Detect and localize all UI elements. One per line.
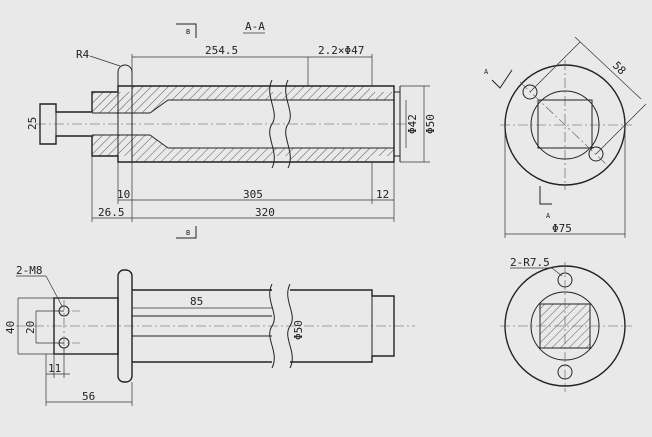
dim-r4: R4	[76, 48, 90, 61]
dim-phi50-bottom: Φ50	[292, 320, 305, 340]
view-marker-b-top: B	[176, 23, 197, 38]
svg-text:B: B	[186, 28, 190, 36]
dim-56: 56	[82, 390, 95, 403]
dim-85: 85	[190, 295, 203, 308]
dim-58: 58	[610, 59, 629, 78]
dim-phi75: Φ75	[552, 222, 572, 235]
view-marker-b-bottom: B	[176, 226, 197, 239]
section-mark-a-bottom: A	[546, 212, 551, 220]
dim-320: 320	[255, 206, 275, 219]
end-view-flange: 58 A A Φ75	[484, 36, 647, 238]
dim-12: 12	[376, 188, 389, 201]
section-mark-a-left: A	[484, 68, 489, 76]
dim-11: 11	[48, 362, 61, 375]
dim-10: 10	[117, 188, 130, 201]
side-view: 85 Φ50 2-M8 40 20 11 56	[4, 264, 415, 406]
dim-25: 25	[26, 117, 39, 130]
section-title: A-A	[245, 20, 265, 33]
view-b-flange: 2-R7.5	[500, 256, 632, 392]
dim-254-5: 254.5	[205, 44, 238, 57]
dim-305: 305	[243, 188, 263, 201]
section-view-a-a: A-A B R4	[26, 20, 437, 239]
svg-text:B: B	[186, 229, 190, 237]
dim-phi42: Φ42	[406, 114, 419, 134]
dim-2-m8: 2-M8	[16, 264, 43, 277]
dim-2-r7-5: 2-R7.5	[510, 256, 550, 269]
dim-phi50-top: Φ50	[424, 114, 437, 134]
dim-40: 40	[4, 321, 17, 334]
dim-groove: 2.2×Φ47	[318, 44, 364, 57]
dim-26-5: 26.5	[98, 206, 125, 219]
dim-20: 20	[24, 321, 37, 334]
